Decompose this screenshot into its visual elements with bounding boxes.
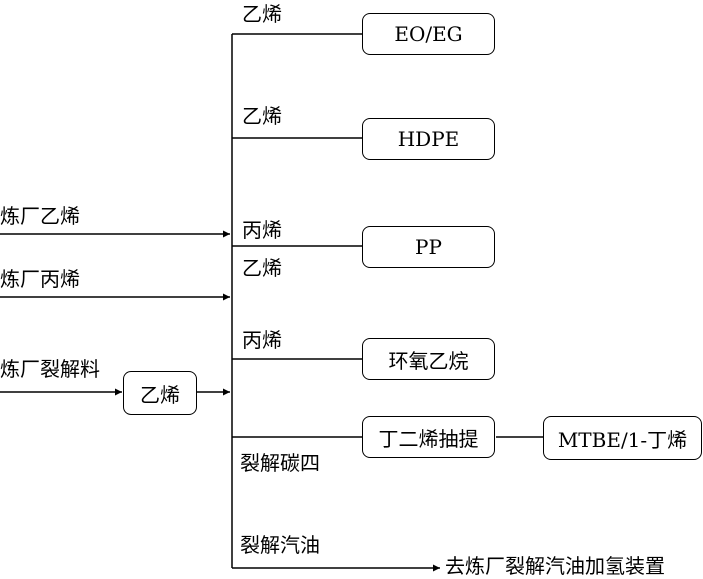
input-label-cracking-feed: 炼厂裂解料 [0, 357, 100, 381]
ethylene-cracker-box: 乙烯 [123, 371, 197, 415]
product-box-eoeg: EO/EG [362, 13, 495, 55]
product-box-butadiene-extraction: 丁二烯抽提 [362, 416, 495, 458]
outlet-label-gasoline-hydrotreater: 去炼厂裂解汽油加氢装置 [445, 554, 665, 578]
branch-label-pp-propylene: 丙烯 [242, 218, 282, 242]
branch-label-pp-ethylene: 乙烯 [242, 256, 282, 280]
product-box-mtbe-butene: MTBE/1-丁烯 [543, 416, 702, 460]
branch-label-gasoline: 裂解汽油 [240, 533, 320, 557]
branch-label-eoeg: 乙烯 [242, 2, 282, 26]
product-box-propylene-oxide: 环氧乙烷 [362, 338, 495, 380]
branch-label-c4: 裂解碳四 [240, 451, 320, 475]
branch-label-po-propylene: 丙烯 [242, 328, 282, 352]
product-box-hdpe: HDPE [362, 118, 495, 160]
product-box-pp: PP [362, 226, 495, 268]
input-label-refinery-propylene: 炼厂丙烯 [0, 267, 80, 291]
input-label-refinery-ethylene: 炼厂乙烯 [0, 204, 80, 228]
branch-label-hdpe: 乙烯 [242, 104, 282, 128]
